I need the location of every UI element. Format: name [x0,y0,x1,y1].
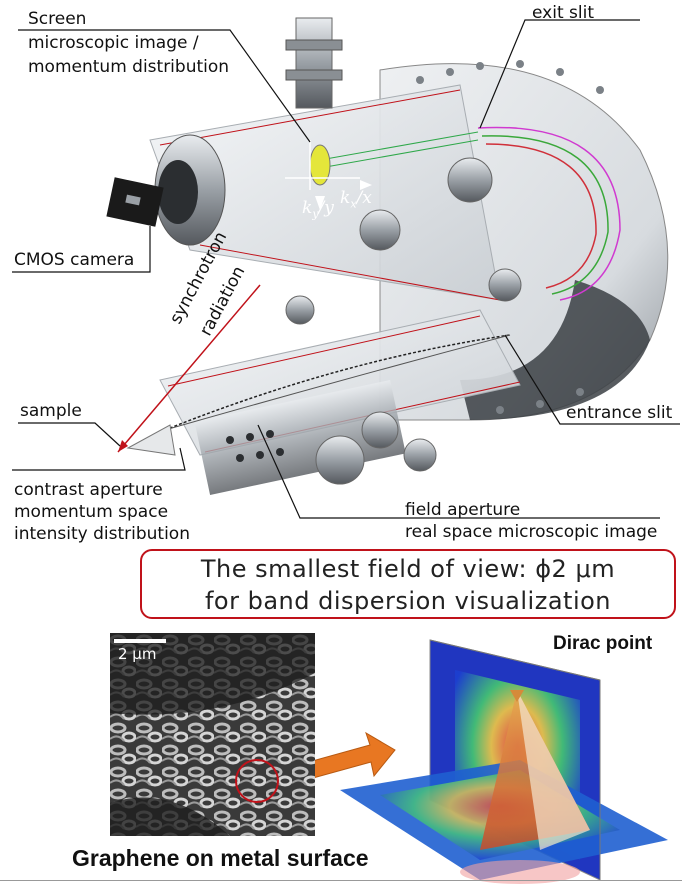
contrast-aperture-label: contrast aperture [14,480,163,500]
real-space-label: real space microscopic image [405,522,658,542]
band-dispersion-plot [340,639,668,884]
screen-sub-label-1: microscopic image / [28,33,199,53]
leader-lines [12,19,680,519]
bottom-divider [0,880,682,881]
screen-rays [319,131,479,169]
field-aperture-label: field aperture [405,500,521,520]
hemisphere-trajectories [477,126,621,301]
callout-line-1: The smallest field of view: ϕ2 μm [200,555,616,583]
intensity-distribution-label: intensity distribution [14,524,190,544]
cmos-camera-label: CMOS camera [14,250,135,270]
screen-label: Screen [28,9,87,29]
sample-label: sample [20,401,82,421]
exit-slit-label: exit slit [532,3,594,23]
graphene-micrograph: 2 μm [110,633,315,836]
dome-flange-bolts [416,60,604,414]
momentum-space-label: momentum space [14,502,169,522]
sample-stage [126,424,176,456]
scale-bar-label: 2 μm [118,645,157,663]
ky-axis-label: ky/y [302,198,334,221]
synchrotron-beam [117,284,261,453]
kx-axis-label: kx/x [340,188,372,211]
field-of-view-callout: The smallest field of view: ϕ2 μm for ba… [140,549,676,619]
scale-bar [114,639,166,643]
micrograph-caption: Graphene on metal surface [72,845,369,871]
top-port [295,17,333,109]
entrance-slit-label: entrance slit [566,403,673,423]
callout-line-2: for band dispersion visualization [204,587,612,615]
screen-sub-label-2: momentum distribution [28,57,230,77]
dirac-point-label: Dirac point [553,633,653,654]
